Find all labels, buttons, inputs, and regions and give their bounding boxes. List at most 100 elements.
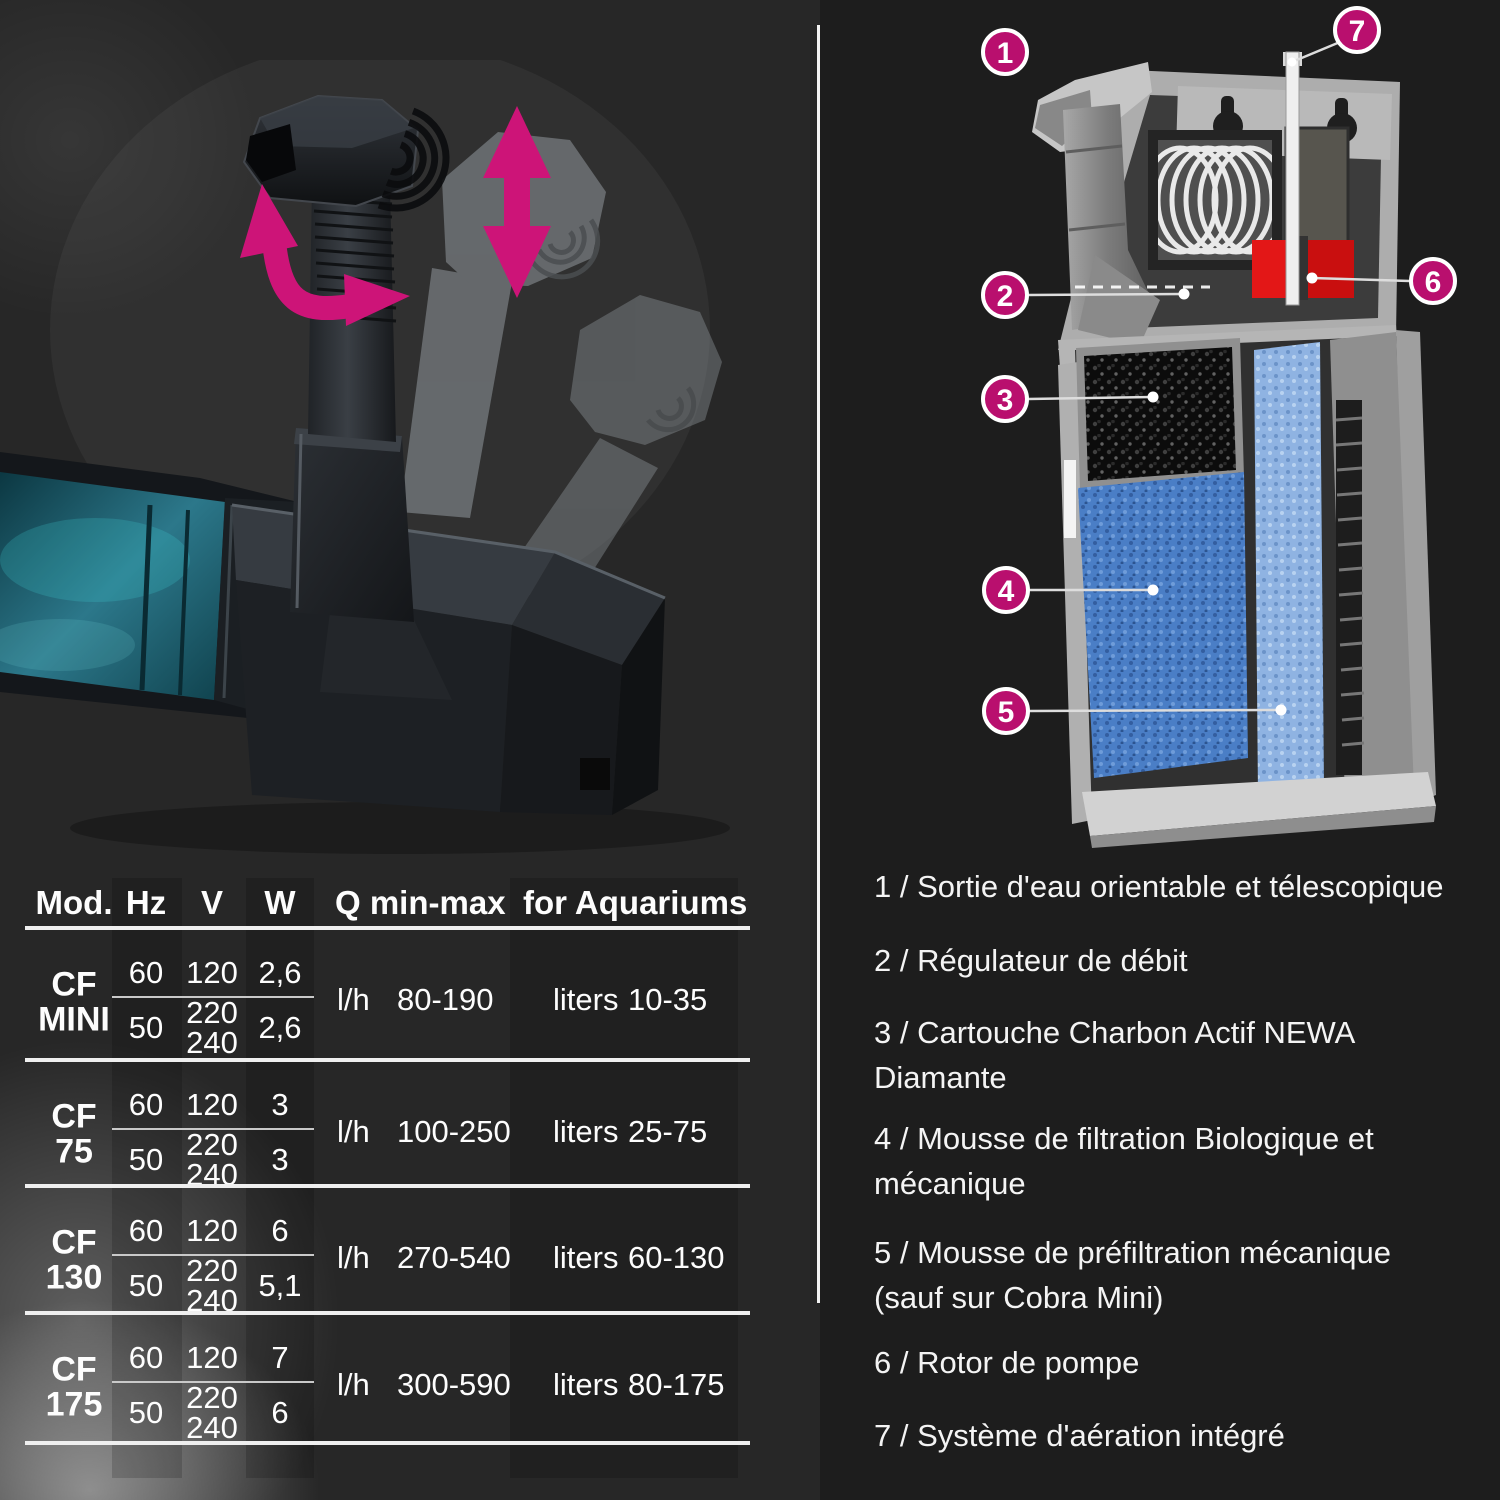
spec-cell: liters — [553, 982, 619, 1017]
legend-item-1: 1 / Sortie d'eau orientable et télescopi… — [874, 864, 1500, 909]
vertical-divider — [817, 25, 820, 1303]
spec-cell: 6 — [271, 1213, 289, 1248]
legend-line: Diamante — [874, 1060, 1007, 1095]
spec-cell: 240 — [186, 1410, 238, 1445]
spec-cell: 270-540 — [397, 1240, 511, 1275]
spec-model: CF — [51, 1097, 97, 1136]
spec-cell: 60 — [128, 1340, 164, 1375]
spec-cell: 3 — [271, 1087, 289, 1122]
spec-cell: 25-75 — [628, 1114, 708, 1149]
spec-cell: 7 — [271, 1340, 289, 1375]
table-rule — [25, 926, 750, 930]
callout-6: 6 — [1409, 257, 1457, 305]
spec-model: 75 — [55, 1132, 93, 1171]
callout-3: 3 — [981, 375, 1029, 423]
spec-cell: 120 — [186, 1087, 238, 1122]
spec-cell: 220 — [186, 1253, 238, 1288]
spec-model: CF — [51, 1350, 97, 1389]
spec-model: CF — [51, 1223, 97, 1262]
table-subrule — [112, 1381, 314, 1383]
spec-cell: liters — [553, 1114, 619, 1149]
pump-rotor — [1252, 236, 1354, 300]
spec-header-v: V — [200, 884, 224, 921]
svg-text:3: 3 — [997, 384, 1014, 417]
spec-cell: 50 — [128, 1010, 164, 1045]
spec-cell: 220 — [186, 995, 238, 1030]
spec-model: 130 — [45, 1258, 103, 1297]
rotate-arrow-icon — [240, 184, 410, 326]
legend-item-4: 4 / Mousse de filtration Biologique et m… — [874, 1116, 1500, 1206]
spec-cell: 2,6 — [258, 1010, 302, 1045]
spec-header-hz: Hz — [125, 884, 167, 921]
spec-cell: 300-590 — [397, 1367, 511, 1402]
svg-text:5: 5 — [998, 696, 1015, 729]
legend-line: 1 / Sortie d'eau orientable et télescopi… — [874, 869, 1444, 904]
spec-cell: 50 — [128, 1142, 164, 1177]
spec-cell: liters — [553, 1367, 619, 1402]
spec-cell: 120 — [186, 1340, 238, 1375]
table-subrule — [112, 1254, 314, 1256]
spec-cell: 240 — [186, 1025, 238, 1060]
spec-header-aq: for Aquariums — [523, 884, 748, 921]
callout-5: 5 — [982, 687, 1030, 735]
spec-cell: 80-175 — [628, 1367, 725, 1402]
svg-text:1: 1 — [997, 37, 1014, 70]
product-photo — [0, 60, 730, 854]
legend-line: 4 / Mousse de filtration Biologique et — [874, 1121, 1374, 1156]
table-column-shade — [112, 878, 182, 1478]
spec-cell: liters — [553, 1240, 619, 1275]
legend-item-2: 2 / Régulateur de débit — [874, 938, 1500, 983]
spec-cell: l/h — [337, 982, 370, 1017]
spec-model: MINI — [38, 1000, 110, 1039]
legend-line: 3 / Cartouche Charbon Actif NEWA — [874, 1015, 1356, 1050]
leader-lines — [1027, 40, 1411, 713]
outlet-tube — [242, 94, 452, 700]
aeration-tube — [1283, 51, 1302, 306]
callout-4: 4 — [982, 566, 1030, 614]
spec-cell: 80-190 — [397, 982, 494, 1017]
bio-foam — [1078, 472, 1248, 778]
spec-cell: 50 — [128, 1268, 164, 1303]
table-rule — [25, 1311, 750, 1315]
spec-header-mod: Mod. — [35, 884, 113, 921]
legend-line: 6 / Rotor de pompe — [874, 1345, 1140, 1380]
spec-cell: 60 — [128, 1087, 164, 1122]
spec-cell: 120 — [186, 1213, 238, 1248]
outlet-flare-head — [242, 94, 450, 212]
legend-item-6: 6 / Rotor de pompe — [874, 1340, 1500, 1385]
table-rule — [25, 1058, 750, 1062]
spec-cell: 60 — [128, 955, 164, 990]
spec-cell: 50 — [128, 1395, 164, 1430]
spec-header-q: Q min-max — [335, 884, 506, 921]
filter-base — [1082, 772, 1436, 848]
spec-cell: l/h — [337, 1240, 370, 1275]
telescope-arrow-icon — [483, 106, 551, 298]
spec-cell: 100-250 — [397, 1114, 511, 1149]
callout-2: 2 — [981, 271, 1029, 319]
spec-cell: l/h — [337, 1114, 370, 1149]
legend-line: 5 / Mousse de préfiltration mécanique — [874, 1235, 1391, 1270]
table-subrule — [112, 996, 314, 998]
spec-model: 175 — [45, 1385, 103, 1424]
legend-line: 2 / Régulateur de débit — [874, 943, 1188, 978]
spec-cell: 10-35 — [628, 982, 708, 1017]
spec-cell: 220 — [186, 1380, 238, 1415]
callout-7: 7 — [1333, 6, 1381, 54]
prefilter-foam — [1254, 342, 1324, 796]
svg-text:6: 6 — [1425, 266, 1442, 299]
table-rule — [25, 1184, 750, 1188]
spec-cell: 60 — [128, 1213, 164, 1248]
spec-header-w: W — [264, 884, 296, 921]
cutaway-diagram: 1 2 3 4 5 6 7 — [981, 6, 1457, 848]
spec-cell: 120 — [186, 955, 238, 990]
intake-tube — [1063, 104, 1160, 345]
legend-item-3: 3 / Cartouche Charbon Actif NEWA Diamant… — [874, 1010, 1500, 1100]
spec-cell: 6 — [271, 1395, 289, 1430]
leader-dots — [1147, 57, 1318, 716]
table-column-shade — [246, 878, 314, 1478]
legend-line: (sauf sur Cobra Mini) — [874, 1280, 1164, 1315]
legend-item-7: 7 / Système d'aération intégré — [874, 1413, 1500, 1458]
legend-line: mécanique — [874, 1166, 1026, 1201]
spec-cell: 220 — [186, 1127, 238, 1162]
